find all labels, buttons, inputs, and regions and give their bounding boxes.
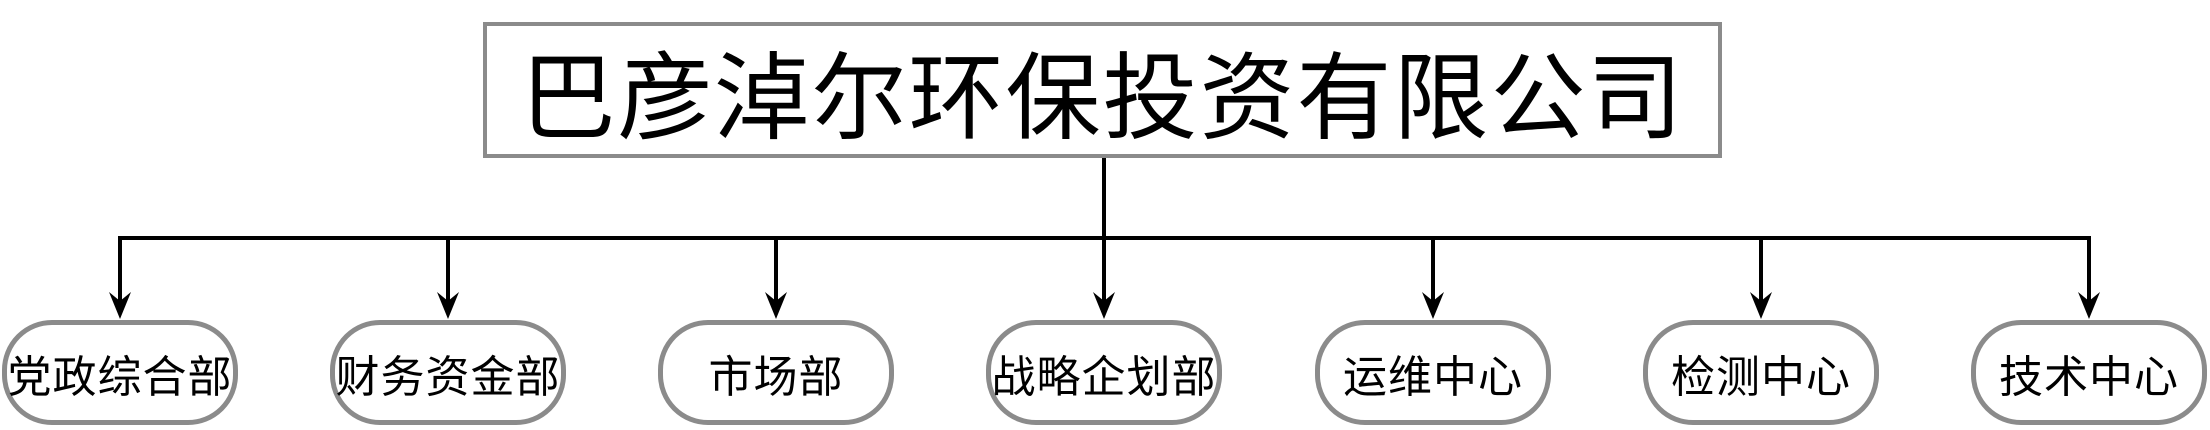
dept-node: 战略企划部 xyxy=(986,320,1222,425)
dept-label: 战略企划部 xyxy=(991,352,1217,402)
arrowheads xyxy=(109,292,2100,319)
dept-node: 技术中心 xyxy=(1971,320,2207,425)
company-root-node: 巴彦淖尔环保投资有限公司 xyxy=(483,22,1722,158)
dept-label: 市场部 xyxy=(708,352,844,402)
dept-label: 技术中心 xyxy=(1999,352,2179,402)
dept-node: 财务资金部 xyxy=(330,320,566,425)
dept-node: 市场部 xyxy=(658,320,894,425)
dept-label: 检测中心 xyxy=(1671,352,1851,402)
dept-node: 党政综合部 xyxy=(2,320,238,425)
dept-node: 检测中心 xyxy=(1643,320,1879,425)
connector-path xyxy=(118,158,2091,301)
company-root-label: 巴彦淖尔环保投资有限公司 xyxy=(520,45,1685,152)
dept-label: 党政综合部 xyxy=(7,352,233,402)
dept-label: 运维中心 xyxy=(1343,352,1523,402)
dept-node: 运维中心 xyxy=(1315,320,1551,425)
dept-label: 财务资金部 xyxy=(335,352,561,402)
